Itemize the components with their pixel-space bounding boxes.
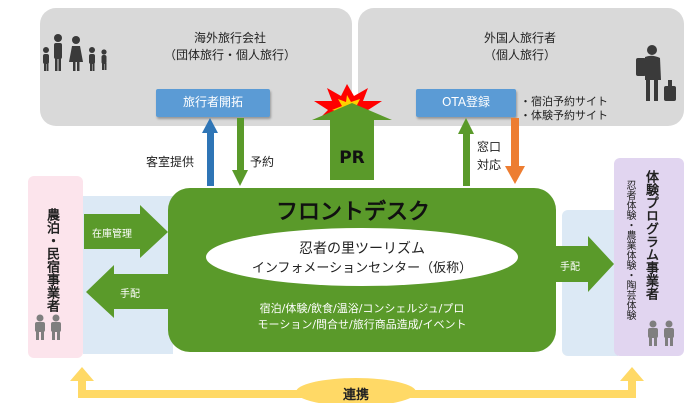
services-line2: モーション/問合せ/旅行商品造成/イベント [257, 318, 467, 331]
window-down-head [505, 166, 525, 184]
agency-title-line1: 海外旅行会社 [193, 31, 266, 45]
lodging-booking-site: ・宿泊予約サイト [520, 95, 608, 108]
traveler-title-line1: 外国人旅行者 [483, 31, 556, 45]
traveler-title: 外国人旅行者 （個人旅行） [450, 30, 590, 64]
window-label-line2: 対応 [477, 158, 502, 172]
window-up-head [458, 118, 474, 134]
traveler-development-button: 旅行者開拓 [156, 89, 270, 117]
room-supply-head [202, 118, 218, 133]
arrange-right-label: 手配 [560, 262, 580, 273]
cooperation-ellipse [296, 378, 416, 403]
agency-title-line2: （団体旅行・個人旅行） [163, 48, 296, 62]
cooperation-right-arrow [410, 367, 644, 398]
info-center-ellipse [206, 228, 518, 286]
farm-stay-label: 農泊・民宿事業者 [44, 208, 59, 312]
info-center-line1: 忍者の里ツーリズム [299, 241, 425, 257]
services-line1: 宿泊/体験/飲食/温浴/コンシェルジュ/プロ [259, 302, 465, 315]
reservation-shaft [237, 118, 244, 174]
pr-arrow [312, 103, 392, 180]
arrange-right-arrow [548, 236, 614, 292]
arrange-left-label: 手配 [120, 289, 140, 300]
reservation-label: 予約 [250, 155, 275, 169]
cooperation-left-arrow [70, 367, 302, 398]
experience-booking-site: ・体験予約サイト [520, 109, 608, 122]
window-label: 窓口 対応 [477, 138, 501, 174]
foreign-traveler-panel [358, 8, 684, 126]
cooperation-label: 連携 [342, 388, 369, 403]
traveler-icon [636, 45, 676, 101]
traveler-title-line2: （個人旅行） [483, 48, 556, 62]
experience-types-label: 忍者体験・農業体験・陶芸体験 [624, 180, 635, 320]
info-center-line2: インフォメーションセンター（仮称） [251, 261, 473, 276]
inventory-label: 在庫管理 [92, 229, 132, 240]
window-up-shaft [463, 132, 470, 186]
ota-registration-button: OTA登録 [416, 89, 516, 117]
room-supply-label: 客室提供 [146, 155, 195, 169]
window-down-shaft [511, 118, 519, 170]
people-icon-left [35, 314, 61, 340]
experience-program-label: 体験プログラム事業者 [643, 170, 658, 300]
room-supply-shaft [207, 130, 214, 186]
family-icon [43, 34, 107, 71]
arrange-left-arrow [86, 265, 168, 318]
reservation-head [232, 170, 248, 186]
front-desk-title: フロントデスク [275, 200, 430, 225]
window-label-line1: 窓口 [477, 140, 502, 154]
agency-title: 海外旅行会社 （団体旅行・個人旅行） [150, 30, 310, 64]
people-icon-right [648, 320, 674, 346]
inventory-arrow [84, 205, 168, 258]
pr-label: PR [339, 148, 365, 168]
